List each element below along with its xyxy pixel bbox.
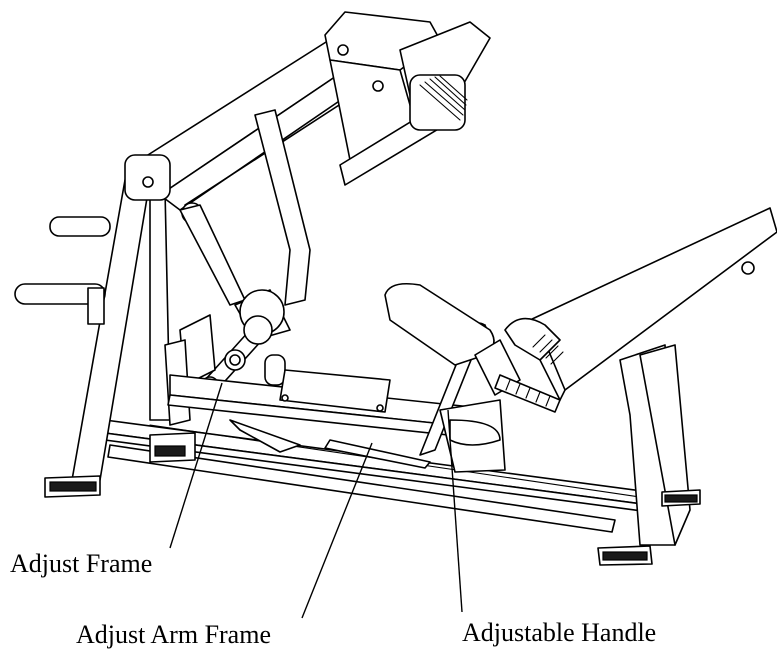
label-adjustable-handle: Adjustable Handle <box>462 618 657 647</box>
leader-lines <box>169 382 463 619</box>
label-adjust-frame: Adjust Frame <box>10 549 153 578</box>
leader-adjust-frame <box>169 382 223 549</box>
base-frame <box>104 419 651 533</box>
back-pad <box>494 207 777 413</box>
shoulder-pad <box>324 11 491 186</box>
leader-adjustable-handle <box>447 409 463 613</box>
label-adjust-arm-frame: Adjust Arm Frame <box>76 620 271 649</box>
leader-adjust-arm-frame <box>301 442 373 619</box>
front-leg <box>597 344 701 566</box>
weight-horns <box>14 216 111 325</box>
